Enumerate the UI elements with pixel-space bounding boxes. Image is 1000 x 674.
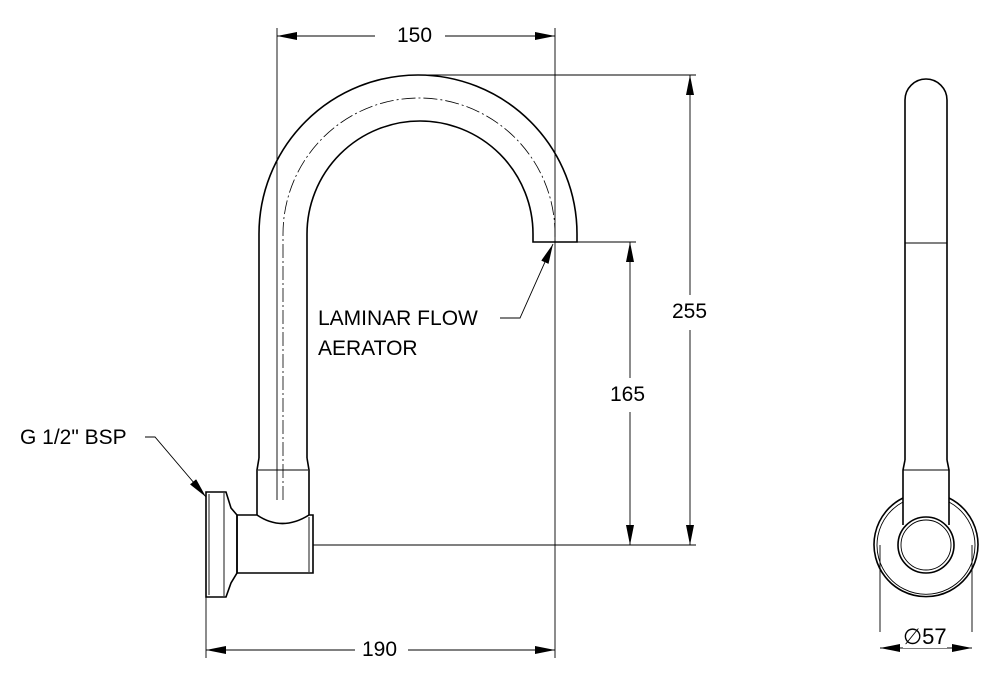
dim-bottom-width: 190 — [362, 638, 398, 661]
dim-top-width: 150 — [397, 24, 433, 47]
dim-diameter: ∅57 — [903, 626, 947, 648]
spout-side-view — [873, 78, 979, 598]
callout-aerator-line2: AERATOR — [318, 337, 418, 360]
dim-spout-height: 165 — [610, 383, 646, 406]
spout-front-view — [205, 74, 578, 598]
dim-total-height: 255 — [672, 300, 708, 323]
callout-thread: G 1/2" BSP — [20, 426, 127, 449]
callout-aerator-line1: LAMINAR FLOW — [318, 307, 478, 330]
dimension-lines — [145, 28, 973, 658]
diameter-value: 57 — [922, 624, 947, 649]
diameter-symbol: ∅ — [903, 624, 923, 649]
